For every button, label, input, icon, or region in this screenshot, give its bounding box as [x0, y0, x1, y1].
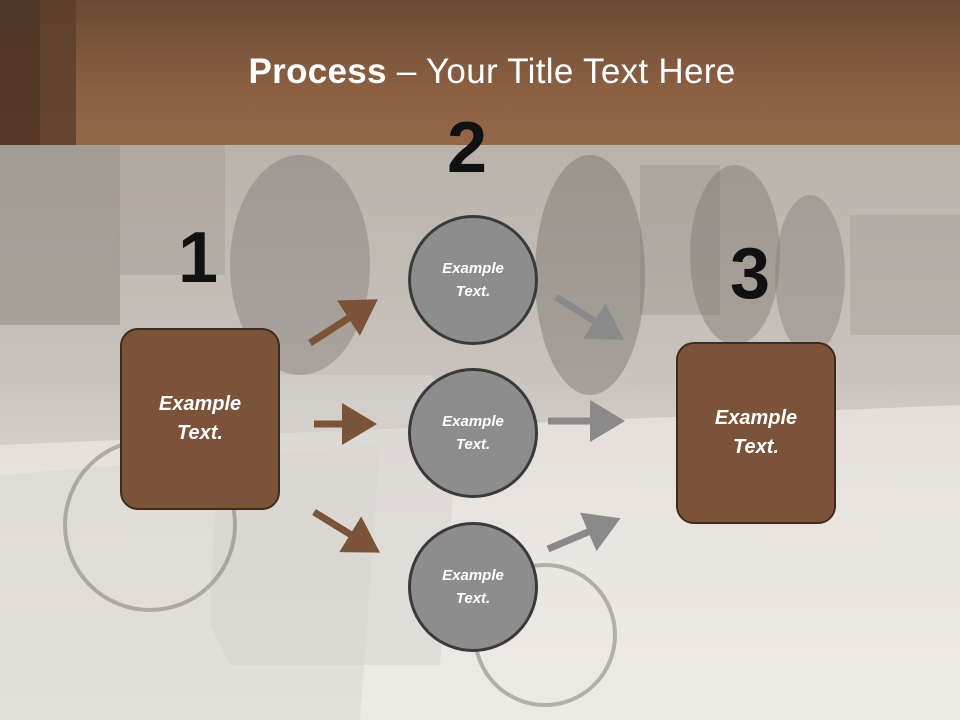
title-rest: – Your Title Text Here: [386, 52, 736, 91]
header-accent-stripe: [40, 0, 76, 145]
arrow-bottom-to-right: [546, 512, 621, 553]
step-number-2: 2: [447, 108, 488, 188]
slide-title: Process – Your Title Text Here: [0, 52, 960, 92]
step-1-text: Example Text.: [158, 393, 242, 444]
circle-top-text: Example Text.: [442, 260, 504, 300]
step-number-3: 3: [730, 234, 771, 314]
header-accent-stripe: [0, 0, 40, 145]
step-2-circle-bottom[interactable]: Example Text.: [408, 522, 538, 652]
step-1-box[interactable]: Example Text.: [120, 328, 280, 510]
title-bold: Process: [248, 52, 387, 91]
step-3-text: Example Text.: [714, 407, 798, 458]
step-2-circle-top[interactable]: Example Text.: [408, 215, 538, 345]
step-number-1: 1: [178, 218, 219, 298]
arrow-left-to-bottom: [312, 509, 380, 553]
circle-middle-text: Example Text.: [442, 413, 504, 453]
arrow-top-to-right: [554, 294, 624, 340]
step-2-circle-middle[interactable]: Example Text.: [408, 368, 538, 498]
circle-bottom-text: Example Text.: [442, 567, 504, 607]
arrow-left-to-top: [308, 299, 378, 346]
step-3-box[interactable]: Example Text.: [676, 342, 836, 524]
header-band: Process – Your Title Text Here: [0, 0, 960, 145]
